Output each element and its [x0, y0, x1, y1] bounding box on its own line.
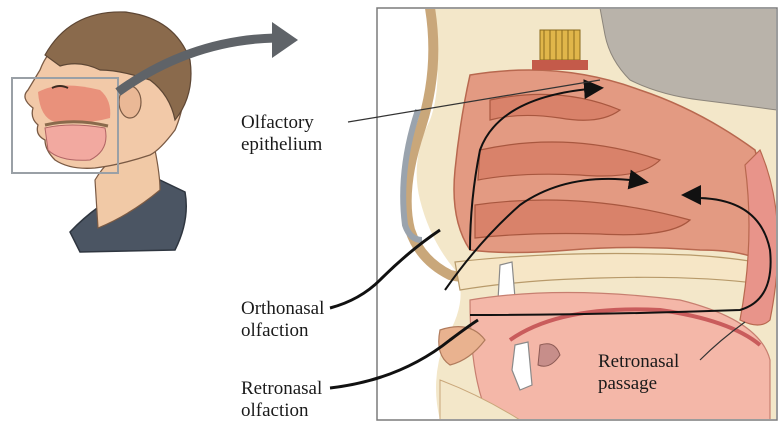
- label-orthonasal-line1: Orthonasal: [241, 298, 324, 320]
- label-olfactory-line2: epithelium: [241, 134, 322, 156]
- label-orthonasal-line2: olfaction: [241, 320, 324, 342]
- label-olfactory-epithelium: Olfactory epithelium: [241, 112, 322, 156]
- label-retronasal-line1: Retronasal: [241, 378, 322, 400]
- label-retronasal-line2: olfaction: [241, 400, 322, 422]
- label-olfactory-line1: Olfactory: [241, 112, 322, 134]
- zoom-arrow-head: [272, 22, 298, 58]
- label-orthonasal-olfaction: Orthonasal olfaction: [241, 298, 324, 342]
- olfactory-epithelium: [532, 60, 588, 70]
- oral-highlight: [45, 125, 106, 160]
- sagittal-section: [377, 8, 778, 420]
- nasal-highlight: [38, 85, 110, 122]
- label-passage-line2: passage: [598, 373, 679, 395]
- label-passage-line1: Retronasal: [598, 351, 679, 373]
- label-retronasal-passage: Retronasal passage: [598, 351, 679, 395]
- label-retronasal-olfaction: Retronasal olfaction: [241, 378, 322, 422]
